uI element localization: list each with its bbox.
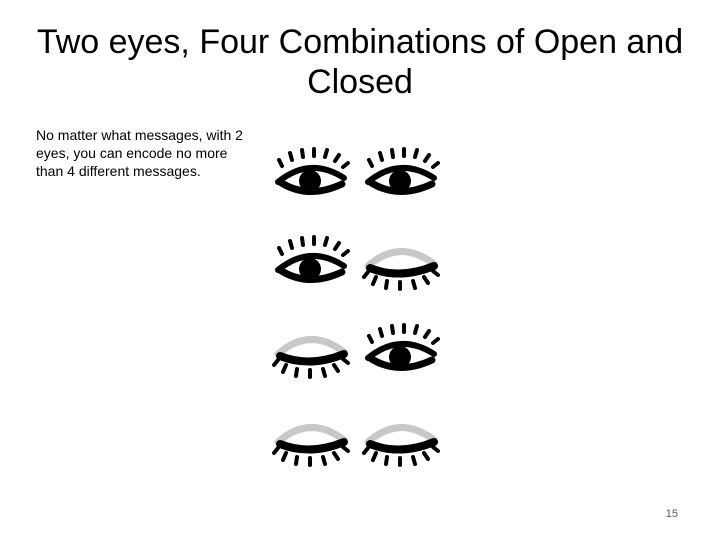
closed-eye-icon <box>362 234 442 294</box>
closed-eye-icon <box>272 322 352 382</box>
closed-eye-icon <box>362 410 442 470</box>
open-eye-icon <box>362 146 442 206</box>
eye-combinations-grid <box>272 146 452 486</box>
closed-eye-icon <box>272 410 352 470</box>
slide-title: Two eyes, Four Combinations of Open and … <box>36 23 684 101</box>
open-eye-icon <box>272 234 352 294</box>
open-eye-icon <box>362 322 442 382</box>
open-eye-icon <box>272 146 352 206</box>
page-number: 15 <box>665 508 678 520</box>
slide-body-text: No matter what messages, with 2 eyes, yo… <box>36 127 243 179</box>
